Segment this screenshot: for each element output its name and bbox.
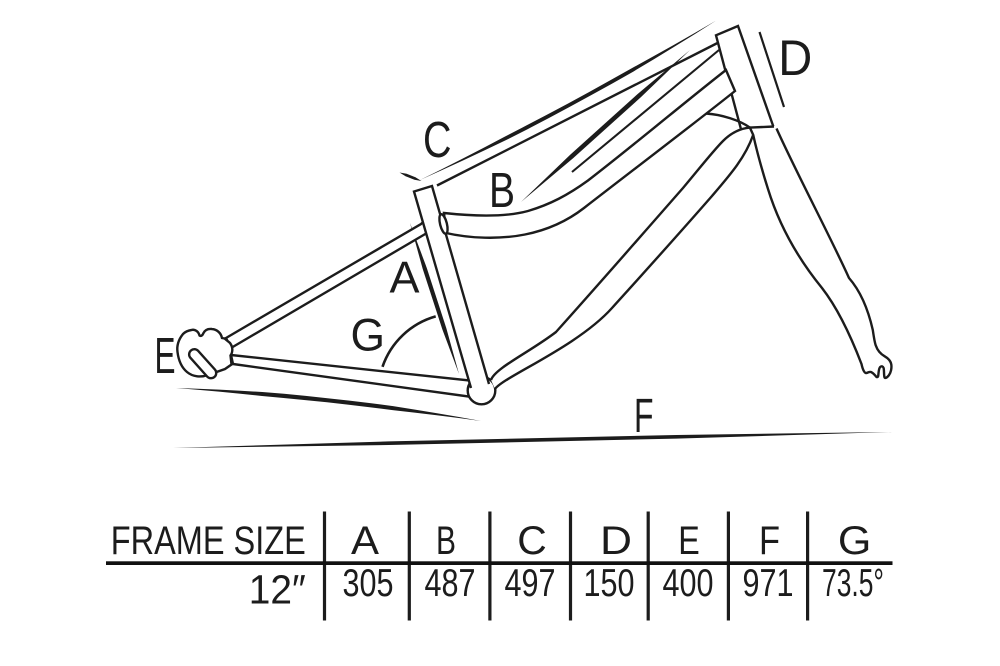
svg-text:C: C (517, 519, 547, 563)
svg-text:305: 305 (343, 562, 394, 605)
svg-text:A: A (390, 253, 420, 302)
svg-text:G: G (838, 519, 872, 563)
svg-text:150: 150 (584, 562, 635, 605)
svg-text:B: B (436, 519, 456, 563)
svg-text:A: A (351, 519, 379, 563)
svg-text:400: 400 (663, 562, 714, 605)
svg-text:73.5°: 73.5° (822, 562, 884, 605)
svg-text:B: B (489, 164, 515, 218)
svg-text:497: 497 (505, 562, 556, 605)
svg-text:487: 487 (425, 562, 476, 605)
svg-text:D: D (600, 519, 632, 563)
svg-text:12″: 12″ (249, 566, 306, 612)
svg-text:E: E (155, 327, 176, 384)
svg-text:C: C (423, 111, 452, 168)
svg-text:FRAME SIZE: FRAME SIZE (111, 519, 306, 563)
svg-text:D: D (778, 30, 812, 86)
svg-text:F: F (634, 390, 654, 443)
svg-text:971: 971 (743, 562, 794, 605)
svg-text:F: F (759, 519, 780, 563)
svg-text:G: G (351, 309, 386, 360)
svg-text:E: E (678, 519, 700, 563)
